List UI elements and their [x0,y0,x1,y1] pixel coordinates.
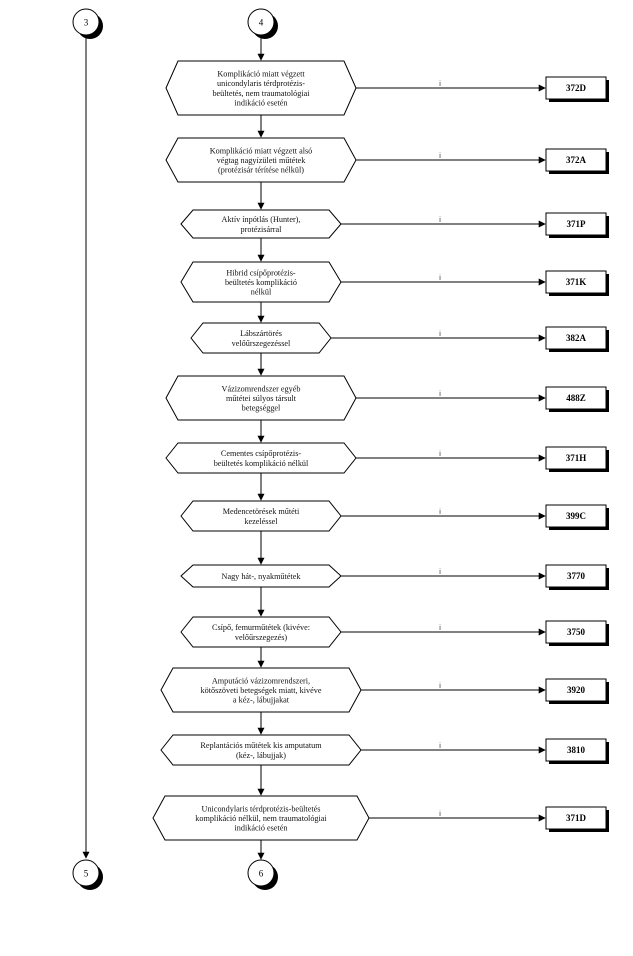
decision-step: Cementes csípőprotézis-beültetés komplik… [165,442,609,501]
decision-text-line: Lábszártörés [240,329,282,338]
code-label: 3750 [567,627,586,637]
yes-label: i [439,509,441,516]
decision-text-line: Hibrid csípőprotézis- [226,268,296,277]
code-label: 488Z [566,393,586,403]
decision-text-line: a kéz-, lábujjakat [233,696,290,705]
code-box [545,620,607,644]
code-box [545,738,607,762]
connector-3-label: 3 [84,18,89,28]
decision-step: Csípő, femurműtétek (kivéve:velőűrszegez… [180,616,609,668]
code-box [545,806,607,830]
yes-label: i [439,275,441,282]
yes-label: i [439,743,441,750]
connector-5: 5 [72,859,103,890]
decision-step: Amputáció vázizomrendszeri,kötőszöveti b… [160,667,609,735]
yes-label: i [439,811,441,818]
decision-text-line: Amputáció vázizomrendszeri, [212,676,310,685]
connector-5-label: 5 [84,869,89,879]
decision-text-line: Cementes csípőprotézis- [221,449,302,458]
yes-label: i [439,81,441,88]
decision-step: Unicondylaris térdprotézis-beültetéskomp… [152,795,609,860]
decision-step: Replantációs műtétek kis amputatum(kéz-,… [160,734,609,796]
yes-label: i [439,451,441,458]
code-box [545,326,607,350]
decision-text-line: komplikáció nélkül, nem traumatológiai [195,814,327,823]
code-box [545,76,607,100]
yes-label: i [439,331,441,338]
decision-text-line: beültetés komplikáció nélkül [214,459,309,468]
decision-text-line: beültetés komplikáció [225,278,297,287]
code-label: 371P [567,219,587,229]
decision-text-line: végtag nagyízületi műtétek [217,156,307,165]
connector-6: 6 [247,859,278,890]
yes-label: i [439,569,441,576]
decision-step: Nagy hát-, nyakműtétek i 3770 [180,564,609,617]
code-label: 371K [566,277,587,287]
code-label: 3920 [567,685,586,695]
decision-step: Hibrid csípőprotézis-beültetés komplikác… [180,261,609,323]
code-label: 372D [566,83,587,93]
decision-text-line: Medencetörések műtéti [223,507,300,516]
connector-4-label: 4 [259,18,264,28]
code-box [545,270,607,294]
decision-text-line: Aktív ínpótlás (Hunter), [222,215,301,224]
decision-text-line: (kéz-, lábujjak) [236,751,286,760]
code-box [545,148,607,172]
decision-text-line: velőűrszegezéssel [232,339,291,348]
yes-label: i [439,153,441,160]
decision-text-line: Vázizomrendszer egyéb [222,384,301,393]
code-box [545,678,607,702]
decision-text-line: indikáció esetén [235,824,288,833]
decision-text-line: kötőszöveti betegségek miatt, kivéve [201,686,322,695]
code-label: 371D [566,813,587,823]
decision-text-line: műtétei súlyos társult [226,394,297,403]
decision-text-line: Replantációs műtétek kis amputatum [200,741,322,750]
code-label: 371H [566,453,587,463]
decision-text-line: Csípő, femurműtétek (kivéve: [212,623,310,632]
decision-text-line: unicondylaris térdprotézis- [217,79,305,88]
connector-6-label: 6 [259,869,264,879]
yes-label: i [439,217,441,224]
decision-step: Aktív ínpótlás (Hunter),protézisárral i 37… [180,209,609,262]
connector-3: 3 [72,8,103,39]
decision-text-line: beültetés, nem traumatológiai [212,89,310,98]
code-box [545,386,607,410]
decision-text-line: kezeléssel [244,517,278,526]
decision-text-line: nélkül [251,288,272,297]
decision-text-line: betegséggel [242,404,281,413]
decision-text-line: velőűrszegezés) [235,633,288,642]
code-box [545,504,607,528]
code-label: 399C [566,511,586,521]
code-box [545,446,607,470]
code-label: 382A [566,333,587,343]
decision-text-line: protézisárral [241,225,283,234]
code-label: 372A [566,155,587,165]
decision-text-line: Komplikáció miatt végzett alsó [210,146,313,155]
yes-label: i [439,625,441,632]
decision-text-line: Nagy hát-, nyakműtétek [222,572,302,581]
yes-label: i [439,391,441,398]
decision-text-line: Unicondylaris térdprotézis-beültetés [202,804,321,813]
decision-text-line: (protézisár térítése nélkül) [218,166,304,175]
connector-4: 4 [247,8,278,39]
decision-text-line: Komplikáció miatt végzett [217,70,305,79]
code-box [545,564,607,588]
yes-label: i [439,683,441,690]
code-label: 3770 [567,571,586,581]
code-label: 3810 [567,745,586,755]
decision-text-line: indikáció esetén [235,98,288,107]
code-box [545,212,607,236]
